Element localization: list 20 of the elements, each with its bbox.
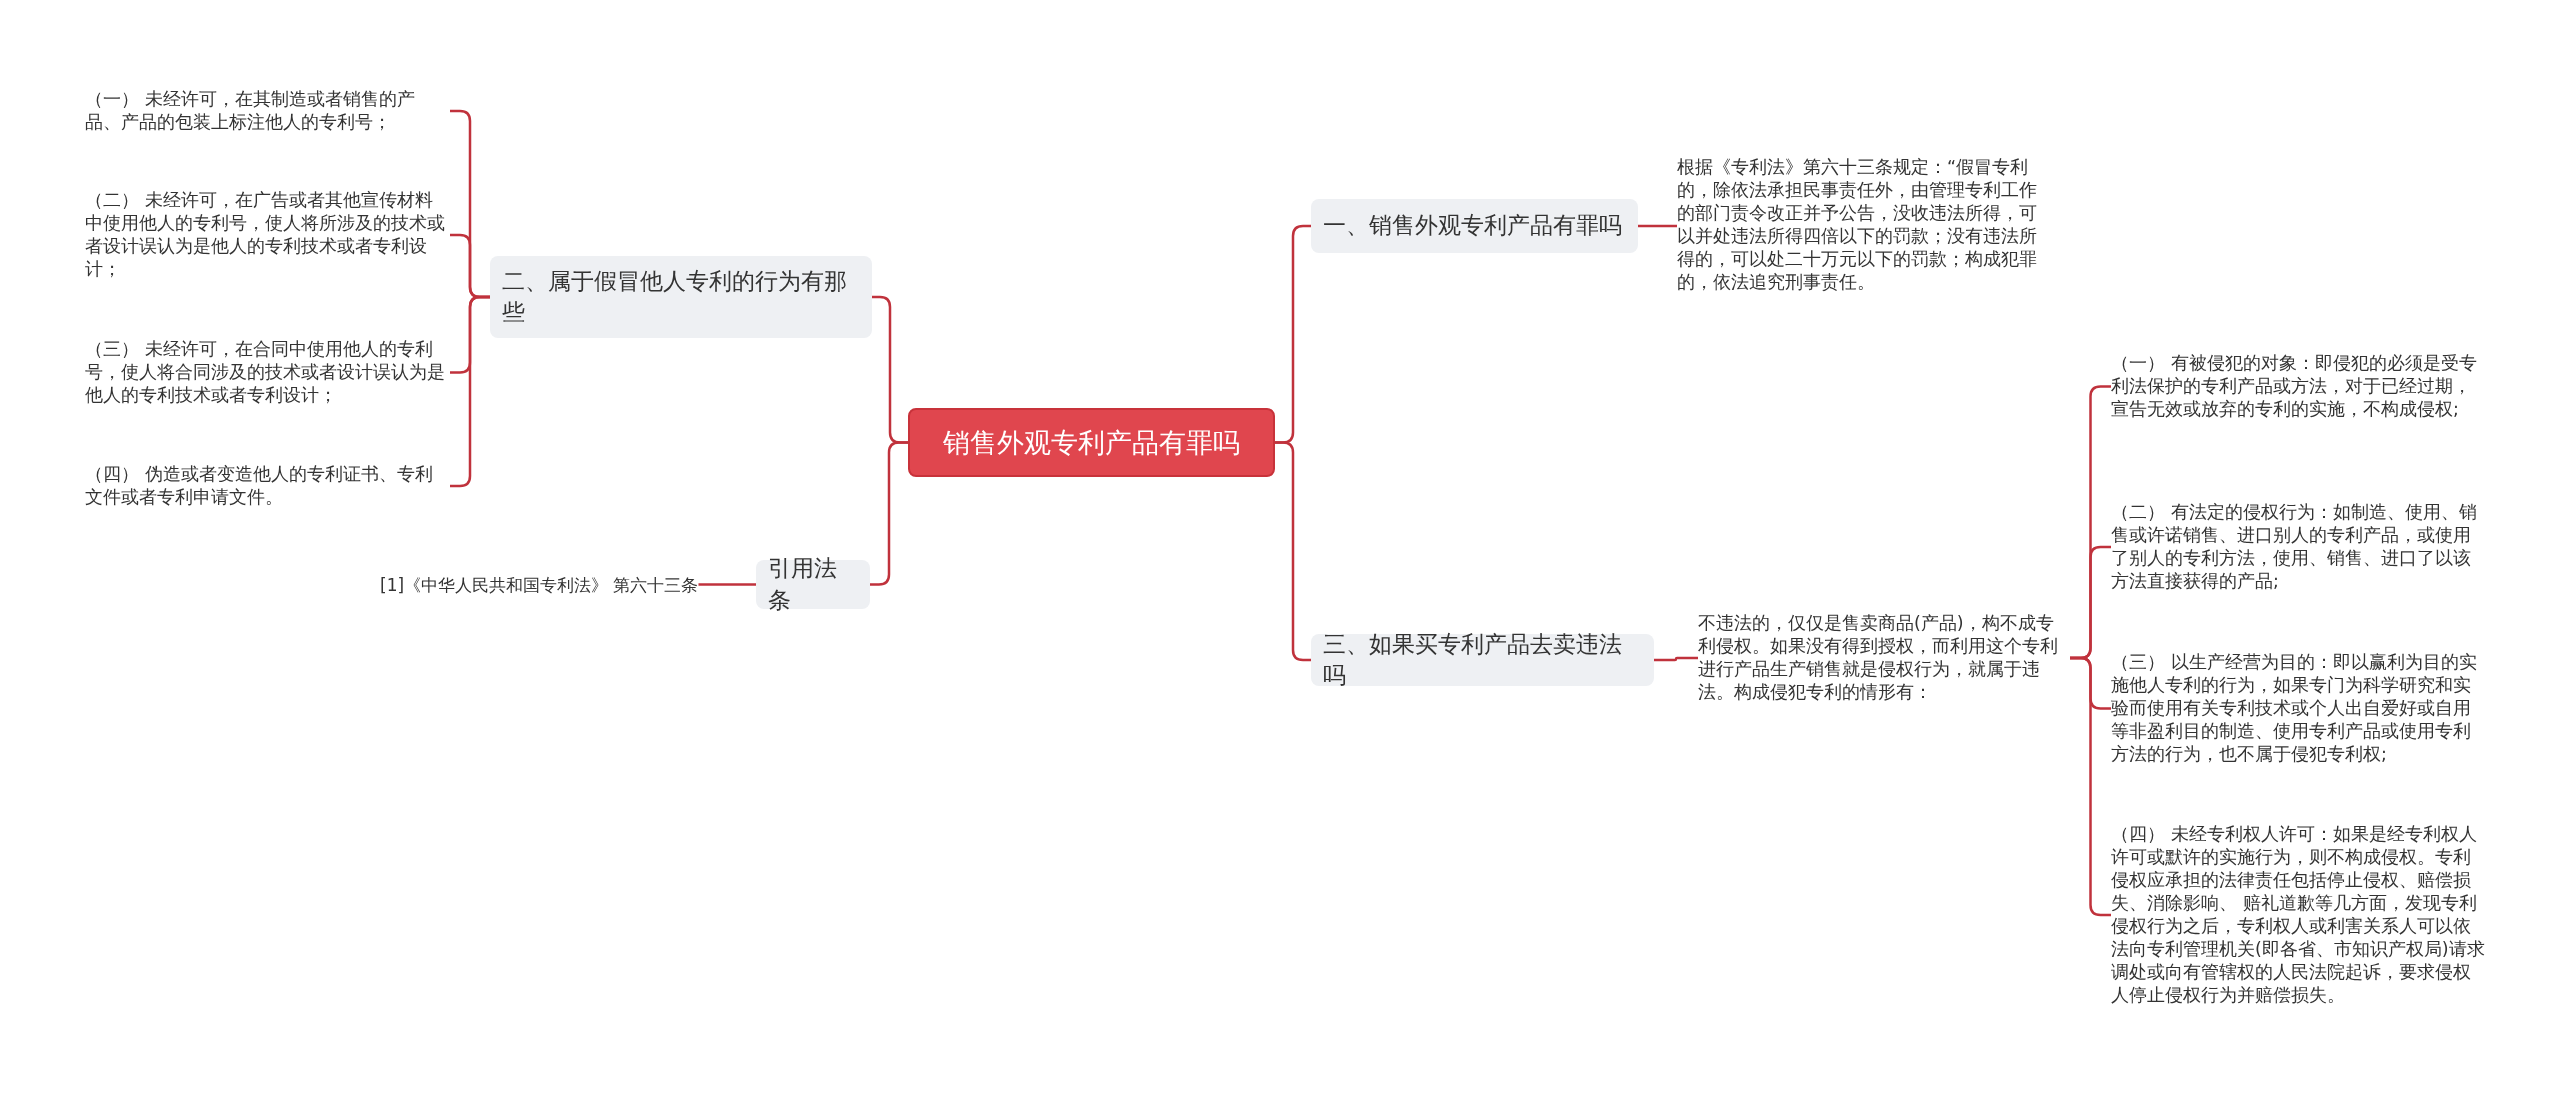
topic-box: 一、销售外观专利产品有罪吗 xyxy=(1311,199,1638,253)
note-text: （一） 有被侵犯的对象：即侵犯的必须是受专利法保护的专利产品或方法，对于已经过期，宣告无效或放弃的专利的实施，不构成侵权; xyxy=(2111,352,2487,421)
connector-line xyxy=(1638,224,1677,228)
note-text: （二） 有法定的侵权行为：如制造、使用、销售或许诺销售、进口别人的专利产品，或使用了别人的专利方法，使用、销售、进口了以该方法直接获得的产品; xyxy=(2111,501,2487,593)
connector-line xyxy=(1275,441,1311,662)
note-text: （二） 未经许可，在广告或者其他宣传材料中使用他人的专利号，使人将所涉及的技术或者设计误认为是他人的专利技术或者专利设计； xyxy=(85,189,450,281)
note-text: （三） 以生产经营为目的：即以赢利为目的实施他人专利的行为，如果专门为科学研究和实验而使用有关专利技术或个人出自爱好或自用等非盈利目的制造、使用专利产品或使用专利方法的行为，也不属于侵犯专利权; xyxy=(2111,651,2487,766)
note-text: （四） 未经专利权人许可：如果是经专利权人许可或默许的实施行为，则不构成侵权。专利侵权应承担的法律责任包括停止侵权、赔偿损失、消除影响、 赔礼道歉等几方面，发现专利侵权行为之后，专利权人或利害关系人可以依法向专利管理机关(即各省、市知识产权局)请求调处或向有管辖权的人民法院起诉，要求侵权人停止侵权行为并赔偿损失。 xyxy=(2111,823,2487,1007)
central-topic-box: 销售外观专利产品有罪吗 xyxy=(908,408,1275,477)
connector-line xyxy=(870,441,908,586)
connector-line xyxy=(1654,656,1698,662)
topic-box: 二、属于假冒他人专利的行为有那些 xyxy=(490,256,872,338)
note-text: （三） 未经许可，在合同中使用他人的专利号，使人将合同涉及的技术或者设计误认为是他人的专利技术或者专利设计； xyxy=(85,338,450,407)
note-text: 不违法的，仅仅是售卖商品(产品)，构不成专利侵权。如果没有得到授权，而利用这个专利进行产品生产销售就是侵权行为，就属于违法。构成侵犯专利的情形有： xyxy=(1698,612,2070,704)
note-text: [1]《中华人民共和国专利法》 第六十三条 xyxy=(380,574,699,597)
note-text: 根据《专利法》第六十三条规定：“假冒专利的，除依法承担民事责任外，由管理专利工作的部门责令改正并予公告，没收违法所得，可以并处违法所得四倍以下的罚款；没有违法所得的，可以处二十万元以下的罚款；构成犯罪的，依法追究刑事责任。 xyxy=(1677,156,2052,294)
note-text: （四） 伪造或者变造他人的专利证书、专利文件或者专利申请文件。 xyxy=(85,463,450,509)
note-text: （一） 未经许可，在其制造或者销售的产品、产品的包装上标注他人的专利号； xyxy=(85,88,450,134)
topic-box: 三、如果买专利产品去卖违法吗 xyxy=(1311,634,1654,686)
connector-line xyxy=(698,583,756,586)
